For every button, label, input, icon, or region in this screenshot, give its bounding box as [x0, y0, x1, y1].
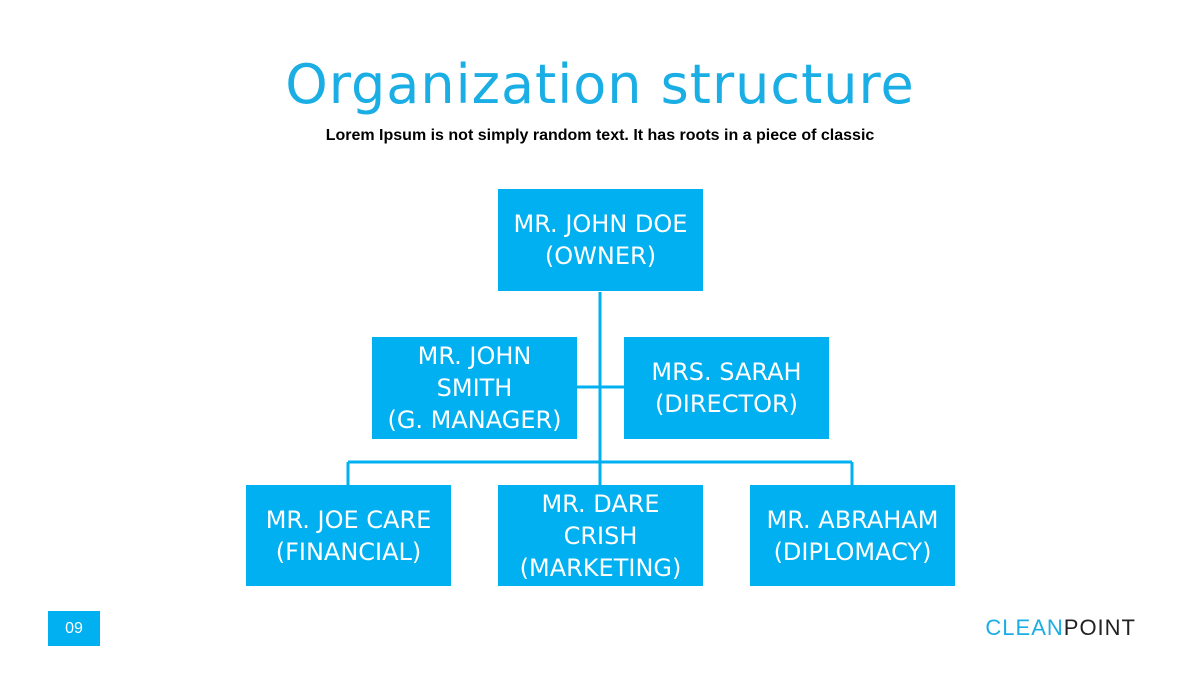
brand-logo: CLEANPOINT [985, 614, 1136, 642]
node-g-manager: MR. JOHN SMITH (G. MANAGER) [372, 337, 577, 439]
node-marketing: MR. DARE CRISH (MARKETING) [498, 485, 703, 586]
brand-logo-part2: POINT [1063, 615, 1136, 640]
node-director: MRS. SARAH (DIRECTOR) [624, 337, 829, 439]
node-financial-label: MR. JOE CARE (FINANCIAL) [265, 505, 432, 566]
slide-subtitle: Lorem Ipsum is not simply random text. I… [325, 127, 875, 144]
brand-logo-part1: CLEAN [985, 615, 1064, 640]
node-diplomacy: MR. ABRAHAM (DIPLOMACY) [750, 485, 955, 586]
node-marketing-label: MR. DARE CRISH (MARKETING) [519, 489, 682, 582]
slide-title: Organization structure [285, 53, 915, 116]
node-g-manager-label: MR. JOHN SMITH (G. MANAGER) [387, 342, 562, 434]
node-director-label: MRS. SARAH (DIRECTOR) [651, 358, 802, 418]
page-number-badge: 09 [48, 611, 100, 646]
node-diplomacy-label: MR. ABRAHAM (DIPLOMACY) [766, 505, 939, 566]
node-owner: MR. JOHN DOE (OWNER) [498, 189, 703, 291]
node-owner-label: MR. JOHN DOE (OWNER) [513, 210, 688, 270]
node-financial: MR. JOE CARE (FINANCIAL) [246, 485, 451, 586]
